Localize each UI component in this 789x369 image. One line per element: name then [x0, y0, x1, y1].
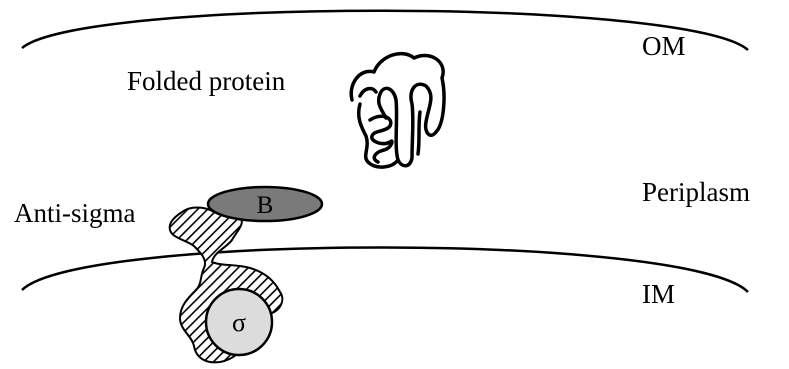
outer-membrane-line — [22, 11, 748, 50]
b-domain-label: B — [257, 192, 274, 219]
sigma-symbol: σ — [232, 308, 246, 337]
folded-protein-shape — [351, 54, 444, 168]
im-label: IM — [642, 279, 675, 309]
om-label: OM — [642, 31, 686, 61]
inner-membrane-line — [22, 247, 748, 292]
folded-protein-label: Folded protein — [127, 66, 286, 96]
periplasm-label: Periplasm — [642, 177, 750, 207]
anti-sigma-label: Anti-sigma — [14, 198, 136, 228]
